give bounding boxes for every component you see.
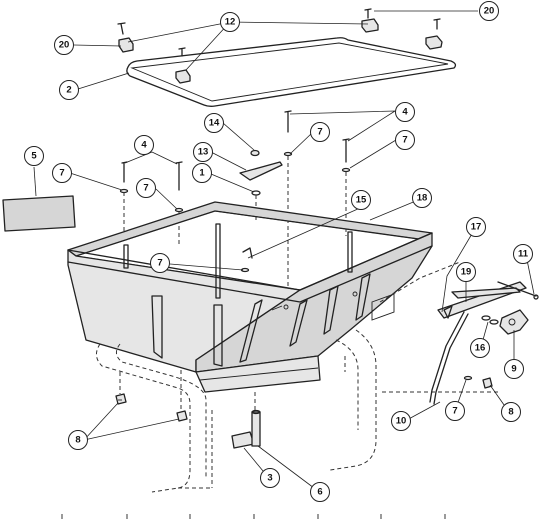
gate-mechanism: [429, 281, 539, 405]
callout-3: 3: [260, 468, 280, 488]
callout-6: 6: [310, 482, 330, 502]
svg-text:3: 3: [267, 473, 272, 484]
svg-text:7: 7: [59, 168, 64, 179]
callout-11: 11: [513, 244, 533, 264]
callout-13: 13: [193, 142, 213, 162]
bottom-tick-marks: [61, 514, 446, 519]
svg-text:8: 8: [508, 407, 513, 418]
svg-text:7: 7: [143, 183, 148, 194]
callout-7-right: 7: [395, 130, 415, 150]
svg-text:4: 4: [141, 140, 147, 151]
svg-text:17: 17: [471, 222, 482, 233]
svg-text:1: 1: [199, 168, 205, 179]
grate-clips: [118, 18, 443, 84]
callout-20-right: 20: [479, 1, 499, 21]
callout-15: 15: [351, 190, 371, 210]
callout-5: 5: [24, 146, 44, 166]
svg-text:12: 12: [225, 17, 236, 28]
callout-12: 12: [220, 12, 240, 32]
svg-text:16: 16: [475, 343, 486, 354]
callout-1: 1: [192, 163, 212, 183]
svg-text:14: 14: [209, 118, 220, 129]
svg-text:15: 15: [356, 195, 367, 206]
callout-7-left: 7: [52, 163, 72, 183]
svg-text:7: 7: [157, 258, 162, 269]
svg-text:13: 13: [198, 147, 209, 158]
callout-14: 14: [204, 113, 224, 133]
svg-text:10: 10: [396, 416, 407, 427]
callout-4-right: 4: [395, 102, 415, 122]
callout-2: 2: [59, 80, 79, 100]
svg-text:18: 18: [417, 193, 428, 204]
bottom-hardware: [115, 393, 261, 449]
leader-lines: [33, 10, 535, 492]
callout-8-left: 8: [68, 430, 88, 450]
svg-text:4: 4: [402, 107, 408, 118]
bolts-upper: [119, 110, 351, 273]
callout-19: 19: [456, 262, 476, 282]
svg-text:7: 7: [452, 406, 457, 417]
svg-text:20: 20: [59, 40, 70, 51]
svg-text:7: 7: [317, 127, 322, 138]
svg-text:8: 8: [75, 435, 80, 446]
callout-9: 9: [504, 359, 524, 379]
svg-text:2: 2: [66, 85, 71, 96]
callout-4-left: 4: [134, 135, 154, 155]
callout-18: 18: [412, 188, 432, 208]
decal-label: [2, 195, 76, 232]
callout-7-top: 7: [310, 122, 330, 142]
svg-text:9: 9: [511, 364, 516, 375]
svg-text:7: 7: [402, 135, 407, 146]
callout-7-mid: 7: [136, 178, 156, 198]
svg-text:5: 5: [31, 151, 37, 162]
callout-10: 10: [391, 411, 411, 431]
callout-7-bottom: 7: [445, 401, 465, 421]
stand-legs-dashed: [96, 261, 500, 493]
callout-17: 17: [466, 217, 486, 237]
grate-screen: [126, 37, 457, 107]
callout-20-left: 20: [54, 35, 74, 55]
svg-text:20: 20: [484, 6, 495, 17]
callout-16: 16: [470, 338, 490, 358]
callout-8-right: 8: [501, 402, 521, 422]
svg-text:19: 19: [461, 267, 472, 278]
svg-text:11: 11: [518, 249, 529, 260]
callout-7-hopper: 7: [150, 253, 170, 273]
svg-text:6: 6: [317, 487, 322, 498]
hopper-body: [67, 201, 433, 393]
screws-top: [117, 8, 441, 57]
